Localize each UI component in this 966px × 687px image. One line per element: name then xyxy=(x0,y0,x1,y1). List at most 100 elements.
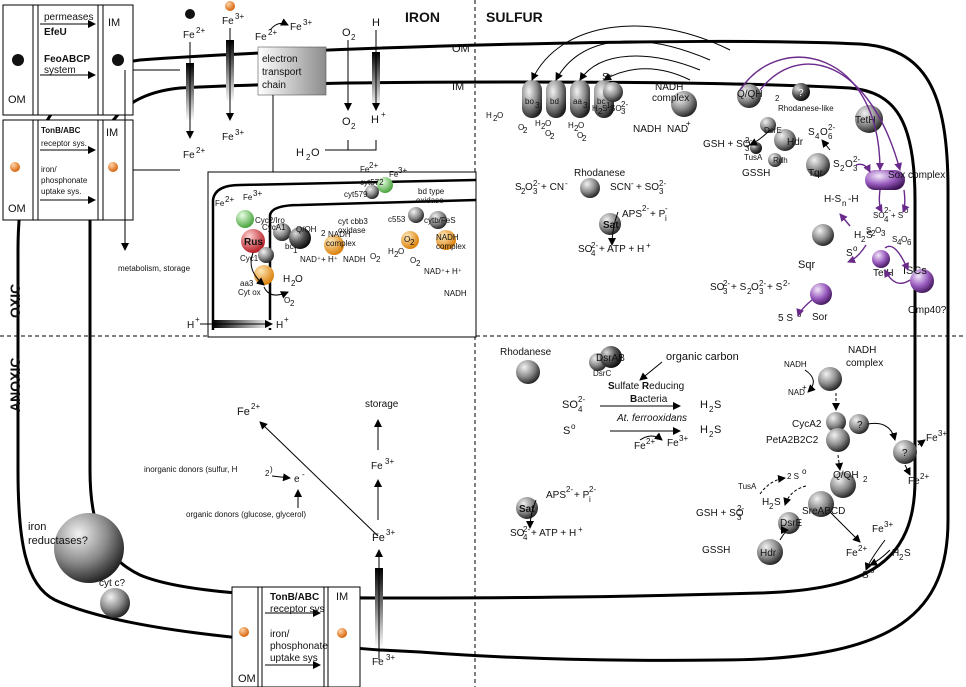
svg-text:At. ferrooxidans: At. ferrooxidans xyxy=(616,413,687,424)
metabolism-label: metabolism, storage xyxy=(118,264,191,273)
svg-text:2: 2 xyxy=(769,502,774,511)
svg-text:Fe: Fe xyxy=(634,441,646,452)
svg-text:H: H xyxy=(486,111,492,120)
svg-text:O: O xyxy=(751,282,759,293)
svg-text:H-S: H-S xyxy=(824,194,842,205)
svg-text:2-: 2- xyxy=(723,279,730,288)
svg-text:H: H xyxy=(276,320,283,331)
etc-label: electron transport chain xyxy=(257,46,327,175)
svg-text:H: H xyxy=(535,119,541,128)
svg-text:2: 2 xyxy=(709,430,714,439)
svg-text:4: 4 xyxy=(591,249,596,258)
svg-text:complex: complex xyxy=(436,242,466,251)
svg-text:complex: complex xyxy=(846,358,883,369)
svg-text:2-: 2- xyxy=(759,279,766,288)
svg-text:2: 2 xyxy=(523,126,528,135)
svg-text:O: O xyxy=(577,131,583,140)
receptor-label: receptor sys. xyxy=(41,139,87,148)
svg-text:2: 2 xyxy=(265,469,270,478)
svg-text:Fe: Fe xyxy=(872,524,884,535)
sulfur-title: SULFUR xyxy=(486,9,543,25)
svg-text:complex: complex xyxy=(652,93,689,104)
svg-text:2+: 2+ xyxy=(858,544,867,553)
svg-text:i: i xyxy=(665,214,667,223)
tonb-box-top: TonB/ABC receptor sys. iron/ phosphonate… xyxy=(2,119,134,221)
svg-text:Fe: Fe xyxy=(926,433,938,444)
svg-text:3+: 3+ xyxy=(386,653,395,662)
svg-text:+: + xyxy=(578,525,583,534)
svg-text:GSH + SO: GSH + SO xyxy=(696,508,744,519)
svg-text:2: 2 xyxy=(582,134,587,143)
svg-text:Fe: Fe xyxy=(360,165,370,174)
svg-text:electron: electron xyxy=(262,54,298,65)
svg-text:SO: SO xyxy=(510,528,525,539)
svg-text:2+: 2+ xyxy=(920,472,929,481)
svg-text:2: 2 xyxy=(376,255,381,264)
svg-text:cyt c?: cyt c? xyxy=(99,578,126,589)
svg-text:3+: 3+ xyxy=(385,457,394,466)
svg-text:bo: bo xyxy=(525,97,534,106)
svg-text:2: 2 xyxy=(394,250,399,259)
svg-text:+ ATP + H: + ATP + H xyxy=(599,244,644,255)
svg-text:4: 4 xyxy=(523,533,528,542)
svg-text:+ CN: + CN xyxy=(541,182,564,193)
oxic-label: OXIC xyxy=(7,284,23,318)
svg-text:3+: 3+ xyxy=(386,528,395,537)
svg-text:2: 2 xyxy=(351,33,356,42)
svg-text:receptor sys: receptor sys xyxy=(270,604,324,615)
svg-text:Tqr: Tqr xyxy=(808,168,824,179)
svg-text:S: S xyxy=(866,230,873,241)
svg-text:+: + xyxy=(802,383,807,392)
svg-text:OM: OM xyxy=(238,673,256,685)
svg-text:Fe: Fe xyxy=(371,461,383,472)
svg-text:APS: APS xyxy=(622,209,642,220)
svg-text:2-: 2- xyxy=(783,279,790,288)
svg-text:H: H xyxy=(854,230,861,241)
svg-text:2-: 2- xyxy=(884,206,891,215)
svg-text:NADH: NADH xyxy=(328,230,351,239)
svg-text:2: 2 xyxy=(863,475,868,484)
svg-text:4: 4 xyxy=(578,405,583,414)
svg-text:aa: aa xyxy=(573,97,582,106)
svg-text:2+: 2+ xyxy=(268,28,277,37)
svg-text:Q/QH: Q/QH xyxy=(737,89,763,100)
svg-text:+ P: + P xyxy=(574,490,590,501)
svg-text:Cyc1: Cyc1 xyxy=(240,254,259,263)
svg-text:1: 1 xyxy=(606,101,611,110)
svg-text:2+: 2+ xyxy=(225,195,234,204)
svg-text:Fe: Fe xyxy=(372,657,384,668)
svg-text:+: + xyxy=(195,315,200,324)
svg-text:Sr: Sr xyxy=(602,72,613,83)
svg-text:Q/QH: Q/QH xyxy=(296,225,317,234)
svg-text:Rdh: Rdh xyxy=(773,156,788,165)
svg-text:2: 2 xyxy=(871,229,876,238)
svg-text:2+: 2+ xyxy=(196,146,205,155)
svg-text:2-: 2- xyxy=(828,123,835,132)
svg-text:NADH: NADH xyxy=(848,345,876,356)
svg-text:NAD⁺+ H⁺: NAD⁺+ H⁺ xyxy=(300,255,338,264)
svg-text:+: + xyxy=(284,315,289,324)
svg-text:3+: 3+ xyxy=(303,18,312,27)
svg-text:3: 3 xyxy=(583,101,588,110)
svg-text:cytb/FeS: cytb/FeS xyxy=(424,216,456,225)
svg-text:NADH: NADH xyxy=(436,233,459,242)
svg-text:2-: 2- xyxy=(578,395,585,404)
svg-text:3+: 3+ xyxy=(235,128,244,137)
svg-text:Fe: Fe xyxy=(222,132,234,143)
svg-text:): ) xyxy=(270,465,273,474)
svg-text:SreABCD: SreABCD xyxy=(802,506,845,517)
svg-text:2+: 2+ xyxy=(251,402,260,411)
svg-text:S: S xyxy=(563,425,570,437)
svg-text:+: + xyxy=(381,110,386,119)
svg-text:H: H xyxy=(371,114,379,126)
svg-text:bd: bd xyxy=(550,97,559,106)
svg-text:Rhodanese-like: Rhodanese-like xyxy=(778,104,834,113)
svg-text:2+: 2+ xyxy=(646,437,655,446)
svg-text:S: S xyxy=(892,235,897,244)
svg-text:2-: 2- xyxy=(853,155,860,164)
svg-text:Cyt ox: Cyt ox xyxy=(238,288,261,297)
svg-text:DsrC: DsrC xyxy=(593,369,611,378)
